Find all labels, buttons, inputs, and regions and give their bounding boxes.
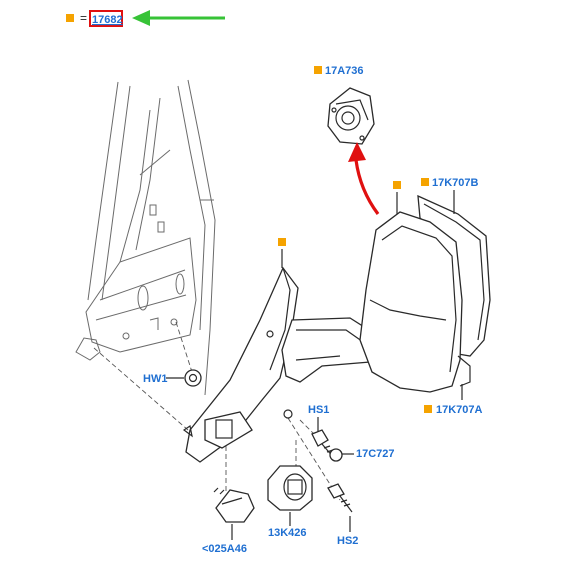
callout-17k707a[interactable]: 17K707A — [436, 404, 483, 416]
mirror-bracket — [182, 266, 299, 463]
washer-hw1 — [184, 369, 202, 387]
callout-hs1[interactable]: HS1 — [308, 404, 329, 416]
red-pointer-arrow — [348, 142, 380, 215]
mirror-arm — [281, 317, 383, 383]
legend-marker — [66, 14, 74, 22]
callout-025a46[interactable]: <025A46 — [202, 543, 247, 555]
highlight-part-link[interactable]: 17682 — [92, 14, 123, 26]
screw-hs2 — [327, 483, 353, 513]
highlight-box — [89, 10, 123, 27]
marker-17a736 — [314, 66, 322, 74]
callout-17c727[interactable]: 17C727 — [356, 448, 395, 460]
marker-bracket — [278, 238, 286, 246]
marker-17k707a — [424, 405, 432, 413]
legend-equals: = — [80, 11, 87, 25]
mirror-motor — [327, 87, 375, 145]
green-arrow — [132, 10, 225, 26]
callout-17a736[interactable]: 17A736 — [325, 65, 364, 77]
callout-17k707b[interactable]: 17K707B — [432, 177, 479, 189]
marker-mirror-housing-top — [393, 181, 401, 189]
callout-hs2[interactable]: HS2 — [337, 535, 358, 547]
marker-17k707b — [421, 178, 429, 186]
callout-13k426[interactable]: 13K426 — [268, 527, 307, 539]
vehicle-body-outline — [75, 79, 216, 396]
mirror-housing — [359, 211, 471, 393]
lamp-13k426 — [267, 465, 313, 511]
callout-hw1[interactable]: HW1 — [143, 373, 167, 385]
clip-17c727 — [329, 448, 343, 462]
repeater-lamp-025a46 — [213, 487, 255, 523]
